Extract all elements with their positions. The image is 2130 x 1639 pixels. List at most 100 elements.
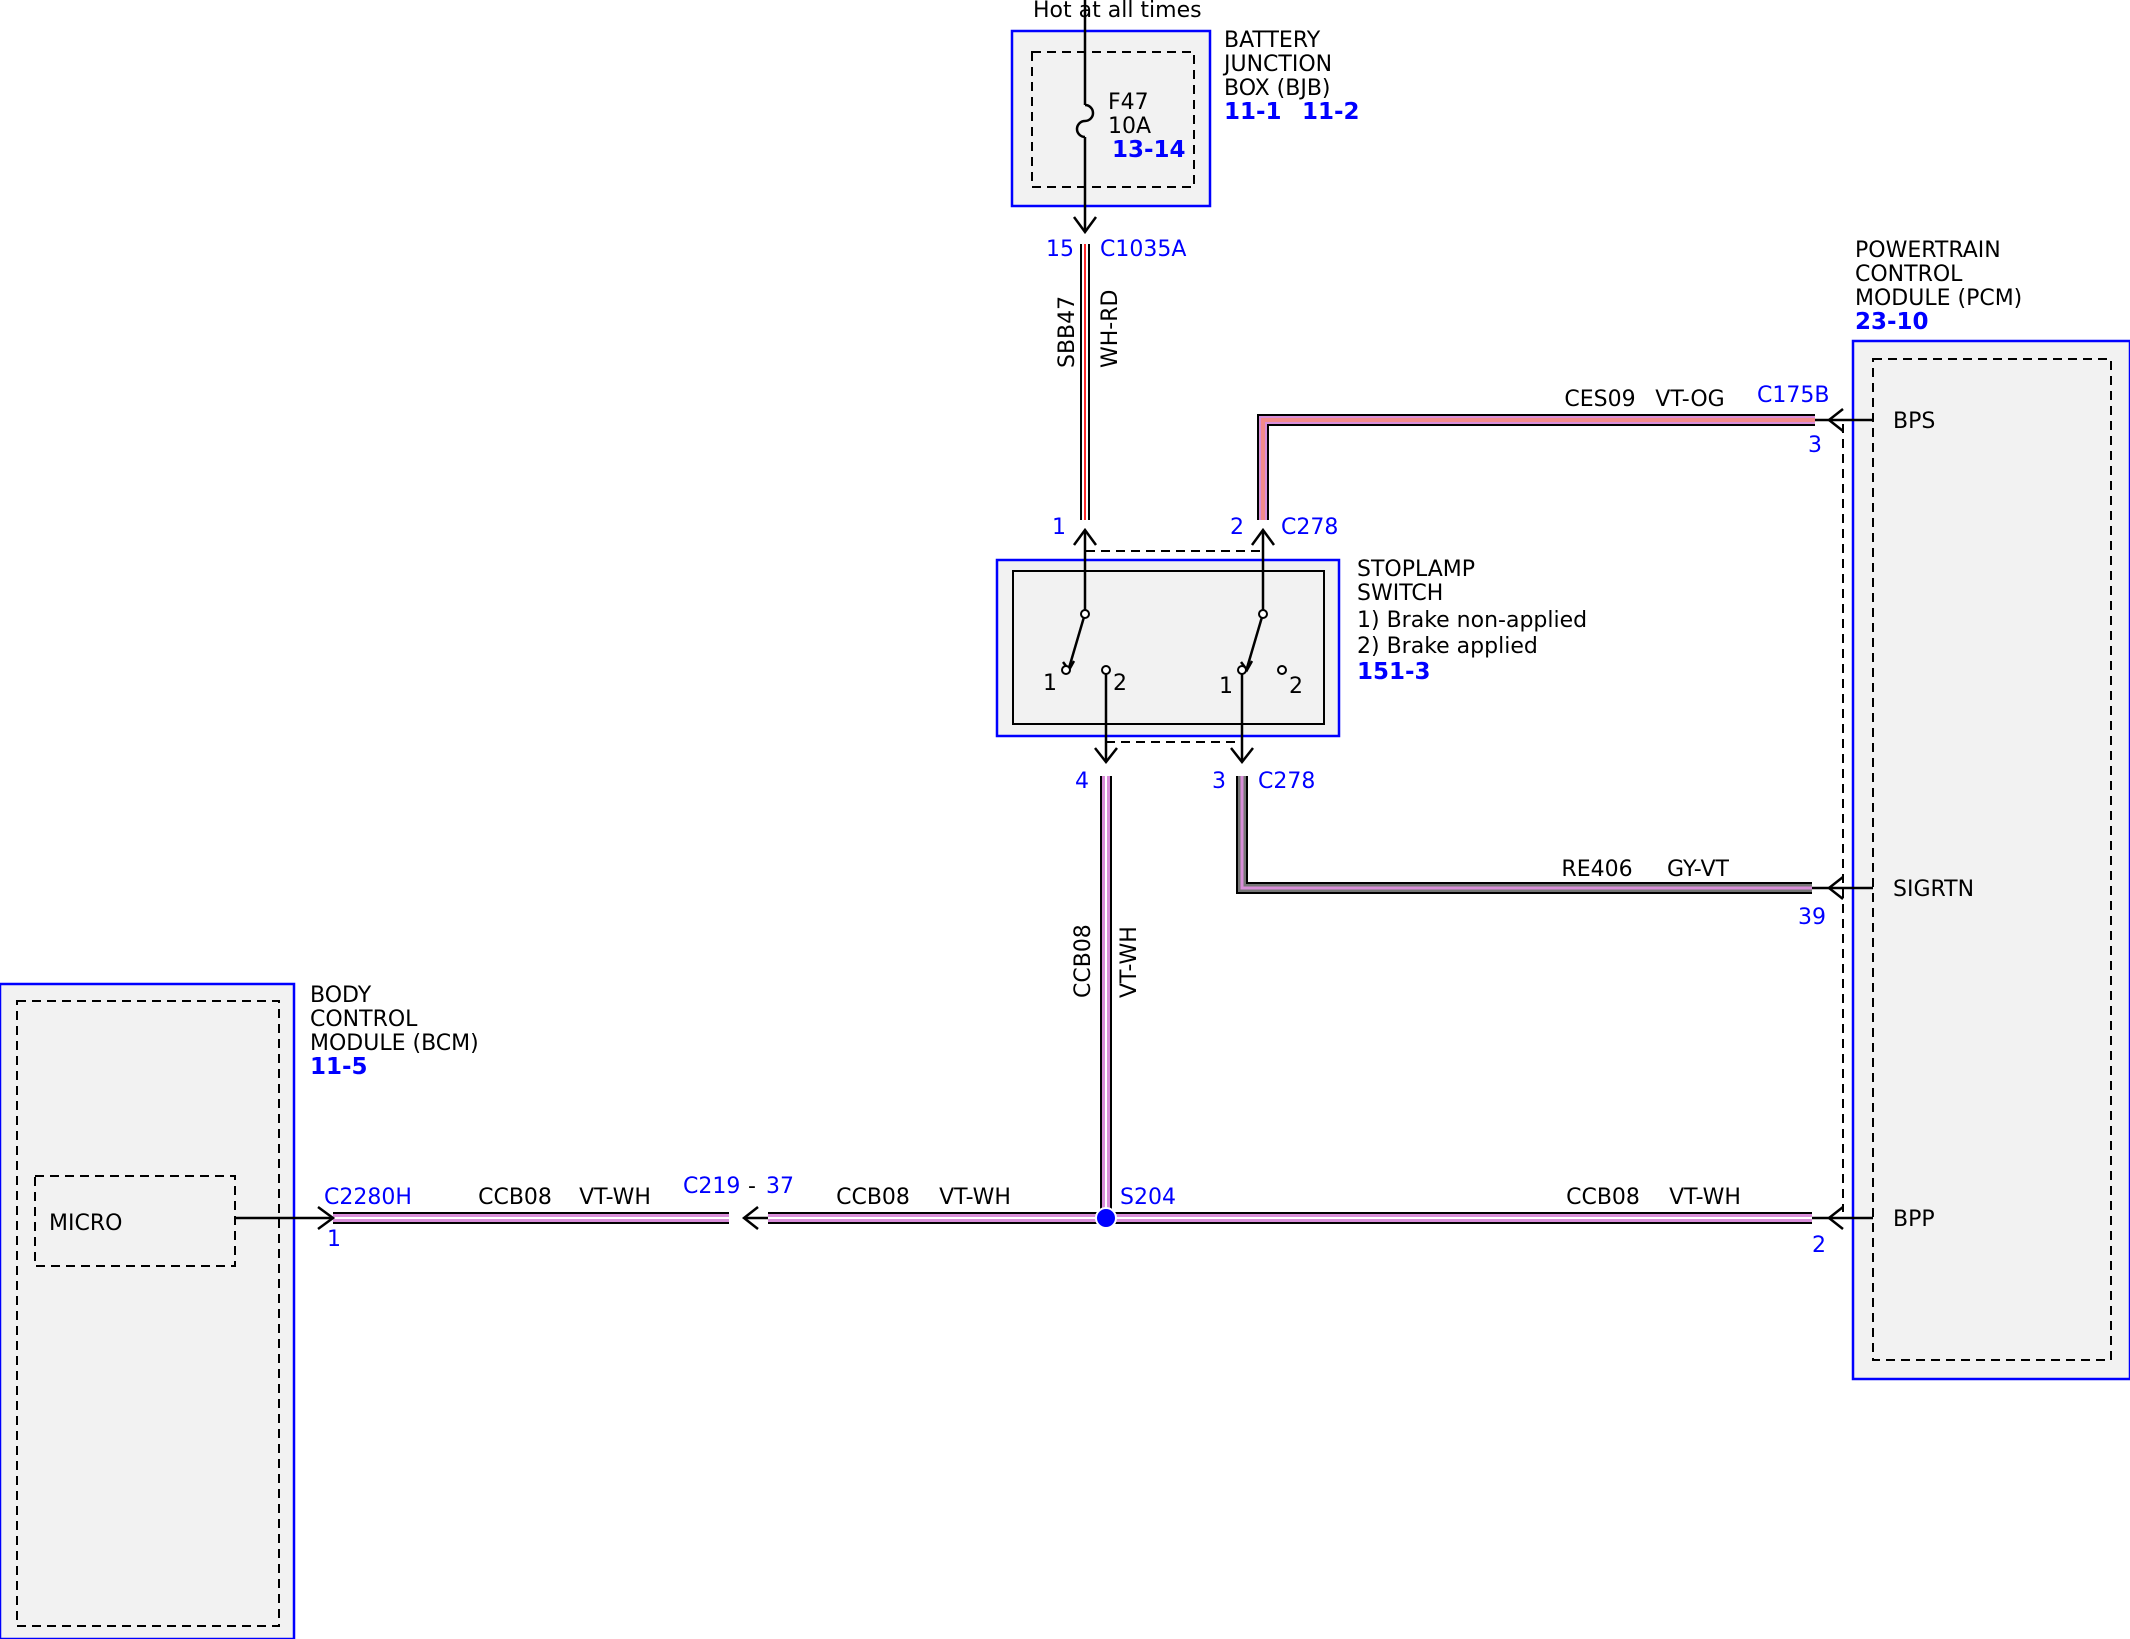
wire-ccb08-right-stripe — [1106, 1217, 1812, 1219]
wire-ccb08-left — [333, 1212, 729, 1224]
bcm-ref[interactable]: 11-5 — [310, 1054, 368, 1080]
fuse-icon — [1075, 103, 1095, 139]
bcm-connector-label[interactable]: C2280H — [324, 1185, 412, 1210]
switch-a-contact-2 — [1101, 665, 1111, 675]
pcm-ref[interactable]: 23-10 — [1855, 309, 1929, 335]
pcm-pin-label-sigrtn: SIGRTN — [1893, 877, 1974, 902]
wire-ccb08-vertical-stripe — [1105, 776, 1107, 1218]
c219-pin: 37 — [766, 1174, 794, 1199]
stoplamp-name-line-2: SWITCH — [1357, 581, 1443, 606]
stoplamp-inner-box — [1012, 570, 1325, 725]
ces09-circuit-label: CES09 — [1564, 387, 1635, 412]
c219-label[interactable]: C219 — [683, 1174, 740, 1199]
fuse-rating: 10A — [1108, 114, 1151, 139]
pcm-pin-number-bps: 3 — [1808, 433, 1822, 458]
wire-sbb47-stripe — [1084, 244, 1086, 520]
pcm-inner-box — [1872, 358, 2112, 1361]
c219-separator: - — [748, 1174, 756, 1199]
switch-a-blade-icon — [1067, 616, 1086, 669]
connector-arrow-pin2 — [1250, 527, 1276, 546]
fuse-ref[interactable]: 13-14 — [1112, 137, 1186, 163]
pcm-name-line-1: POWERTRAIN — [1855, 238, 2001, 263]
ccb08-mid-circuit-label: CCB08 — [836, 1185, 910, 1210]
stoplamp-name-line-1: STOPLAMP — [1357, 557, 1475, 582]
c1035a-label[interactable]: C1035A — [1100, 237, 1186, 262]
switch-a-contact-2-label: 2 — [1113, 671, 1127, 696]
stoplamp-pin-3: 3 — [1212, 769, 1226, 794]
bjb-frame — [1010, 29, 1212, 208]
wire-ccb08-vertical — [1100, 776, 1112, 1218]
bjb-ref-1[interactable]: 11-1 — [1224, 99, 1282, 125]
connector-arrow-c1035a — [1072, 216, 1098, 235]
pcm-connector-label[interactable]: C175B — [1757, 383, 1829, 408]
bcm-frame — [0, 982, 296, 1639]
connector-arrow-pin3 — [1230, 747, 1254, 765]
s204-label[interactable]: S204 — [1120, 1185, 1176, 1210]
sbb47-color-label: WH-RD — [1098, 290, 1123, 368]
pcm-bpp-arrow — [1826, 1206, 1844, 1230]
bcm-pin-label: 1 — [327, 1227, 341, 1252]
pcm-pin-number-bpp: 2 — [1812, 1233, 1826, 1258]
pcm-frame — [1851, 339, 2130, 1381]
stoplamp-ref[interactable]: 151-3 — [1357, 659, 1431, 685]
powertrain-control-module: POWERTRAIN CONTROL MODULE (PCM) 23-10 C1… — [1757, 238, 2130, 1381]
wire-sbb47 — [1080, 244, 1090, 520]
bjb-ref-2[interactable]: 11-2 — [1302, 99, 1360, 125]
wire-ccb08-right — [1106, 1212, 1812, 1224]
bcm-inner-box — [16, 1000, 280, 1627]
fuse-name: F47 — [1108, 90, 1149, 115]
bjb-inner-box — [1031, 51, 1195, 188]
switch-b-blade-icon — [1245, 616, 1264, 669]
pcm-bps-arrow — [1826, 408, 1844, 432]
switch-a-contact-1 — [1061, 665, 1071, 675]
battery-junction-box: Hot at all times BATTERY JUNCTION BOX (B… — [1010, 0, 1360, 235]
re406-color-label: GY-VT — [1667, 857, 1729, 882]
bjb-name-line-3: BOX (BJB) — [1224, 76, 1331, 101]
bcm-micro-label: MICRO — [49, 1211, 122, 1236]
c1035a-pin: 15 — [1046, 237, 1074, 262]
switch-b-contact-2-label: 2 — [1289, 674, 1303, 699]
switch-a-pivot — [1080, 609, 1090, 619]
wire-ccb08-mid — [768, 1212, 1106, 1224]
switch-a-contact-1-label: 1 — [1043, 671, 1057, 696]
pcm-pin-number-sigrtn: 39 — [1798, 905, 1826, 930]
stoplamp-switch: 1 2 1 2 STOPLAMP SWITCH 1) Brake non-app… — [995, 527, 1587, 765]
stoplamp-note-2: 2) Brake applied — [1357, 634, 1538, 659]
pcm-pin-label-bps: BPS — [1893, 409, 1935, 434]
stoplamp-connector-top[interactable]: C278 — [1281, 515, 1338, 540]
connector-arrow-c2280h — [317, 1205, 336, 1231]
ces09-color-label: VT-OG — [1655, 387, 1724, 412]
re406-circuit-label: RE406 — [1561, 857, 1632, 882]
stoplamp-pin-4: 4 — [1075, 769, 1089, 794]
stoplamp-connector-bottom[interactable]: C278 — [1258, 769, 1315, 794]
body-control-module: MICRO BODY CONTROL MODULE (BCM) 11-5 C22… — [0, 982, 479, 1639]
bcm-name-line-3: MODULE (BCM) — [310, 1031, 479, 1056]
bcm-micro-box — [34, 1175, 236, 1267]
wire-ces09-outline — [1257, 414, 1815, 520]
ccb08-right-color-label: VT-WH — [1669, 1185, 1741, 1210]
switch-b-pivot — [1258, 609, 1268, 619]
wire-ccb08-left-stripe — [333, 1217, 729, 1219]
hot-at-all-times-label: Hot at all times — [1033, 0, 1202, 23]
wire-ces09-base — [1259, 416, 1815, 520]
wire-re406 — [1236, 776, 1812, 894]
pcm-name-line-3: MODULE (PCM) — [1855, 286, 2022, 311]
ccb08-mid-color-label: VT-WH — [939, 1185, 1011, 1210]
bjb-name-line-2: JUNCTION — [1222, 52, 1332, 77]
connector-arrow-pin4 — [1094, 747, 1118, 765]
bcm-name-line-1: BODY — [310, 983, 372, 1008]
switch-b-contact-2 — [1277, 665, 1287, 675]
ccb08-left-circuit-label: CCB08 — [478, 1185, 552, 1210]
stoplamp-pin-2: 2 — [1230, 515, 1244, 540]
connector-arrow-pin1 — [1072, 527, 1098, 546]
wire-re406-stripe — [1240, 776, 1812, 890]
stoplamp-pin-1: 1 — [1052, 515, 1066, 540]
ccb08-left-color-label: VT-WH — [579, 1185, 651, 1210]
pcm-name-line-2: CONTROL — [1855, 262, 1963, 287]
wire-ccb08-mid-stripe — [768, 1217, 1106, 1219]
switch-b-contact-1 — [1237, 665, 1247, 675]
stoplamp-note-1: 1) Brake non-applied — [1357, 608, 1587, 633]
s204-splice-dot — [1095, 1207, 1117, 1229]
pcm-pin-label-bpp: BPP — [1893, 1207, 1935, 1232]
